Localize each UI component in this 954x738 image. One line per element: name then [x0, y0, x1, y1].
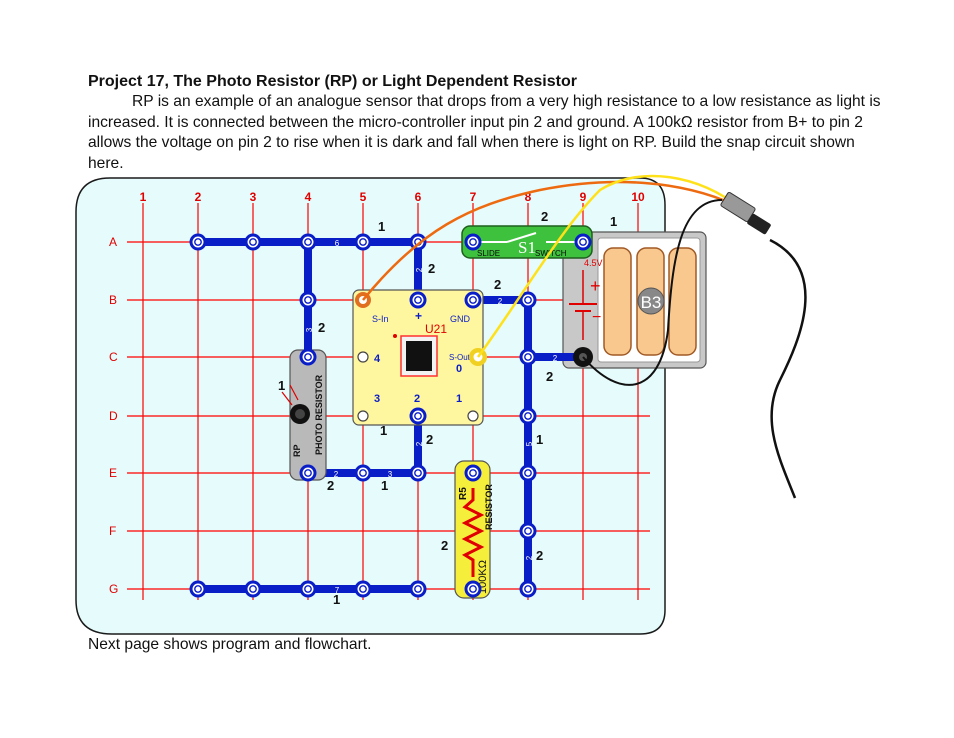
column-label-8: 8: [525, 190, 532, 204]
wire-number-2-v: 2: [415, 441, 424, 446]
level-1-d: 1: [380, 423, 387, 438]
chip-pin-2: 2: [414, 393, 420, 405]
wire-number-2-e: 2: [334, 470, 339, 479]
level-2-c: 2: [318, 320, 325, 335]
chip-pin-sin: S-In: [372, 314, 389, 324]
level-1-a: 1: [378, 219, 385, 234]
level-2-b: 2: [494, 277, 501, 292]
row-label-b: B: [109, 293, 117, 307]
level-1-g: 1: [333, 592, 340, 607]
column-label-10: 10: [631, 190, 645, 204]
wire-number-2-f: 2: [525, 555, 534, 560]
switch-label-right: SWITCH: [535, 249, 567, 258]
switch-name: S1: [518, 238, 536, 257]
chip-pin-sout: S-Out: [449, 353, 471, 362]
wire-number-2-a: 2: [415, 267, 424, 272]
page-title: Project 17, The Photo Resistor (RP) or L…: [88, 73, 577, 90]
switch-label-left: SLIDE: [477, 249, 500, 258]
column-label-6: 6: [415, 190, 422, 204]
chip-name: U21: [425, 322, 447, 336]
chip-pin-plus: +: [415, 309, 422, 323]
level-1-f: 1: [381, 478, 388, 493]
level-2-h: 2: [536, 548, 543, 563]
battery-voltage: 4.5V: [584, 258, 603, 268]
microcontroller-u21: S-In + GND U21 S-Out 4 0 3 2 1: [352, 289, 484, 426]
intro-paragraph: RP is an example of an analogue sensor t…: [88, 93, 881, 172]
wire-number-2-c: 2: [553, 354, 558, 363]
level-2-d: 2: [546, 369, 553, 384]
external-wires: [362, 174, 807, 499]
level-2-g: 2: [441, 538, 448, 553]
level-1-battery: 1: [610, 214, 617, 229]
chip-pin-3: 3: [374, 393, 380, 405]
row-label-a: A: [109, 235, 117, 249]
level-2-f: 2: [327, 478, 334, 493]
level-1-photo: 1: [278, 378, 285, 393]
row-label-f: F: [109, 524, 116, 538]
wire-connector[interactable]: [720, 191, 771, 235]
wire-number-3-e: 3: [388, 470, 393, 479]
column-label-5: 5: [360, 190, 367, 204]
wire-number-6: 6: [335, 239, 340, 248]
photo-resistor-label: PHOTO RESISTOR: [314, 374, 324, 455]
wire-number-2-b: 2: [498, 297, 503, 306]
chip-pin-1: 1: [456, 393, 462, 405]
level-2-switch: 2: [541, 209, 548, 224]
level-2-a: 2: [428, 261, 435, 276]
wire-number-3: 3: [305, 327, 314, 332]
photo-resistor-rp[interactable]: PHOTO RESISTOR RP: [281, 349, 327, 481]
chip-pads: [357, 351, 479, 422]
svg-text:−: −: [592, 309, 601, 326]
photo-resistor-code: RP: [292, 444, 302, 457]
resistor-r5[interactable]: R5 RESISTOR 100KΩ: [454, 460, 494, 599]
column-label-1: 1: [140, 190, 147, 204]
svg-text:+: +: [590, 276, 601, 296]
column-label-9: 9: [580, 190, 587, 204]
level-1-e: 1: [536, 432, 543, 447]
column-label-3: 3: [250, 190, 257, 204]
resistor-label: RESISTOR: [484, 484, 494, 530]
chip-pin-0: 0: [456, 363, 462, 375]
column-label-2: 2: [195, 190, 202, 204]
battery-name: B3: [641, 293, 662, 312]
wire-number-7: 7: [335, 586, 340, 595]
column-label-4: 4: [305, 190, 312, 204]
wire-number-5: 5: [525, 441, 534, 446]
slide-switch-s1[interactable]: S1 SLIDE SWITCH: [461, 225, 593, 259]
level-2-e: 2: [426, 432, 433, 447]
resistor-code: R5: [458, 487, 469, 500]
footer-note: Next page shows program and flowchart.: [88, 636, 372, 653]
row-label-g: G: [109, 582, 118, 596]
row-label-e: E: [109, 466, 117, 480]
row-label-d: D: [109, 409, 118, 423]
chip-pin-gnd: GND: [450, 314, 471, 324]
column-label-7: 7: [470, 190, 477, 204]
row-label-c: C: [109, 350, 118, 364]
chip-pin-4: 4: [374, 353, 381, 365]
